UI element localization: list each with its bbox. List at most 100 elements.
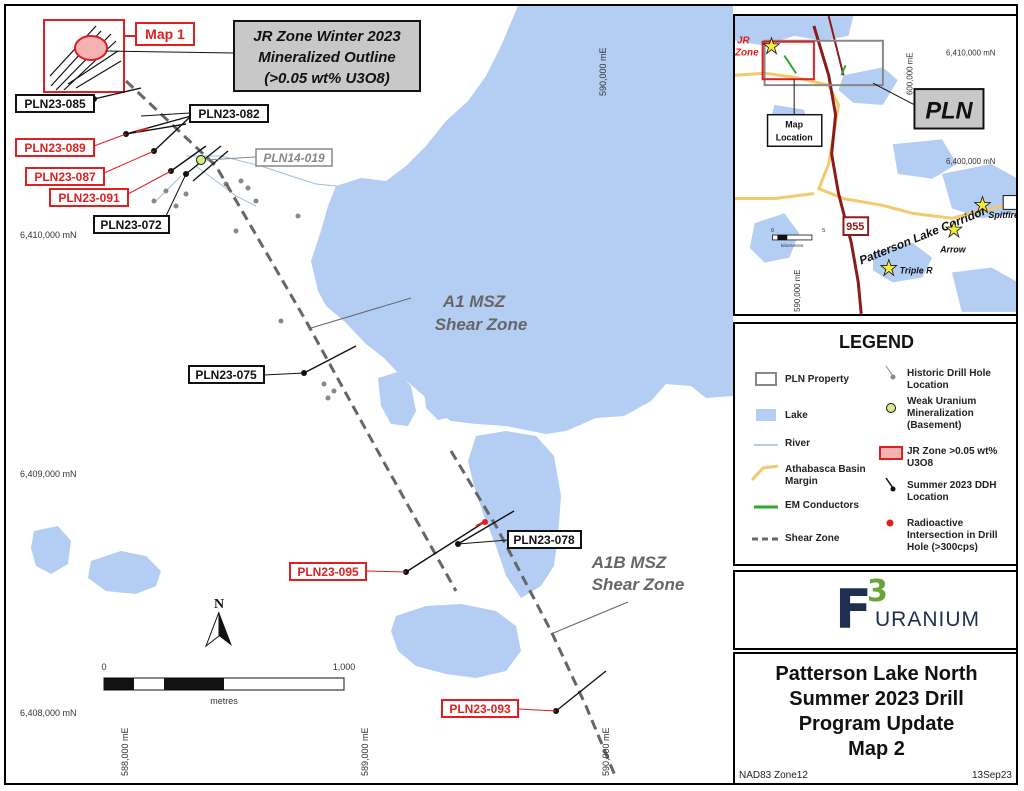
inset-scale-bar: 0 5 kilometres	[771, 228, 826, 249]
label-pln23-082: PLN23-082	[140, 104, 269, 123]
label-pln23-078: PLN23-078	[457, 530, 582, 549]
grid-labels: 6,410,000 mN 6,409,000 mN 6,408,000 mN 5…	[20, 47, 611, 776]
svg-text:PLN23-078: PLN23-078	[513, 533, 575, 547]
label-pln23-095: PLN23-095	[289, 562, 407, 581]
legend-em-conductors: EM Conductors	[785, 500, 859, 511]
legend-river: River	[785, 438, 811, 449]
svg-text:590,000 mE: 590,000 mE	[601, 727, 611, 776]
svg-text:PLN14-019: PLN14-019	[263, 151, 325, 165]
inset-em-conductor	[783, 55, 797, 74]
lake-southwest	[88, 551, 161, 594]
svg-text:590,000 mE: 590,000 mE	[598, 47, 608, 96]
svg-text:955: 955	[846, 221, 864, 233]
svg-text:JR: JR	[737, 36, 750, 47]
shear-label-a1: A1 MSZ Shear Zone	[310, 292, 528, 334]
svg-text:Arrow: Arrow	[939, 245, 967, 255]
svg-text:6,410,000 mN: 6,410,000 mN	[946, 49, 996, 58]
inset-map-location-label: Map Location	[766, 79, 823, 148]
inset-deposits: Spitfire Arrow Triple R	[879, 195, 1016, 277]
legend-jr-zone: JR Zone >0.05 wt% U3O8	[907, 446, 998, 469]
legend-title: LEGEND	[838, 332, 914, 352]
historic-holes	[151, 178, 337, 401]
legend-river-symbol	[754, 444, 778, 446]
north-arrow: N	[204, 597, 232, 648]
svg-text:kilometres: kilometres	[781, 243, 804, 249]
legend-shear-symbol	[752, 537, 780, 541]
legend-summer-ddh: Summer 2023 DDH Location	[907, 480, 997, 503]
svg-text:PLN23-091: PLN23-091	[58, 191, 120, 205]
svg-text:PLN23-095: PLN23-095	[297, 565, 359, 579]
inset-highway-top	[827, 16, 845, 76]
svg-text:6,408,000 mN: 6,408,000 mN	[20, 708, 77, 718]
inset-highway-shield: 955	[842, 216, 870, 236]
title-block: Patterson Lake North Summer 2023 Drill P…	[733, 652, 1016, 783]
inset-grid-labels: 6,410,000 mN 6,400,000 mN 600,000 mE 590…	[793, 49, 996, 312]
legend-pln-property: PLN Property	[785, 374, 849, 385]
legend-radioactive: Radioactive Intersection in Drill Hole (…	[907, 518, 998, 553]
main-lake	[311, 6, 733, 434]
inset-map: JR Zone 6,410,000 mN 6,400,000 mN 600,00…	[733, 14, 1016, 316]
svg-text:PLN23-075: PLN23-075	[195, 368, 257, 382]
legend-lake-symbol	[756, 409, 776, 421]
inset-highway	[812, 25, 863, 314]
svg-text:(>0.05 wt% U3O8): (>0.05 wt% U3O8)	[264, 70, 389, 87]
legend-basin-symbol	[751, 464, 779, 482]
legend-shear-zone: Shear Zone	[785, 533, 840, 544]
svg-text:589,000 mE: 589,000 mE	[360, 727, 370, 776]
svg-text:Zone: Zone	[735, 48, 759, 59]
legend-radioactive-symbol	[886, 519, 894, 527]
logo-f: F	[835, 578, 872, 641]
svg-text:6,409,000 mN: 6,409,000 mN	[20, 469, 77, 479]
svg-text:JR Zone Winter 2023: JR Zone Winter 2023	[253, 28, 401, 45]
svg-text:588,000 mE: 588,000 mE	[120, 727, 130, 776]
lake-south	[391, 604, 521, 678]
main-map: Map 1 JR Zone Winter 2023 Mineralized Ou…	[15, 6, 733, 779]
shear-label-a1b: A1B MSZ Shear Zone	[550, 553, 684, 635]
svg-text:A1 MSZ: A1 MSZ	[442, 292, 506, 311]
inset-jr-zone: JR Zone	[735, 36, 781, 59]
map-title: Patterson Lake North Summer 2023 Drill P…	[735, 662, 1016, 762]
legend-basin-margin: Athabasca Basin Margin	[785, 464, 866, 487]
legend: LEGEND PLN Property Lake River Athabasca…	[733, 322, 1016, 566]
title-line-4: Map 2	[848, 738, 905, 760]
label-pln23-089: PLN23-089	[15, 133, 127, 157]
svg-text:A1B MSZ: A1B MSZ	[591, 553, 667, 572]
lake-west	[31, 526, 71, 574]
logo-three: 3	[867, 574, 888, 609]
svg-text:Location: Location	[776, 132, 813, 142]
label-pln23-091: PLN23-091	[49, 170, 172, 207]
hole-labels: PLN23-085 PLN23-082 PLN23-089 PLN23-087 …	[15, 94, 582, 718]
pln14-019-marker	[196, 155, 206, 165]
map1-label: Map 1	[145, 26, 185, 42]
map-frame: Map 1 JR Zone Winter 2023 Mineralized Ou…	[4, 4, 1018, 785]
svg-text:Shear Zone: Shear Zone	[435, 315, 528, 334]
map1-box[interactable]	[43, 19, 125, 93]
legend-ddh-symbol	[885, 477, 896, 492]
map1-callout: Map 1	[124, 22, 195, 46]
date-label: 13Sep23	[971, 770, 1012, 781]
svg-text:590,000 mE: 590,000 mE	[793, 269, 802, 311]
label-pln23-085: PLN23-085	[15, 94, 95, 113]
svg-text:metres: metres	[210, 696, 238, 706]
legend-historic-symbol	[885, 365, 896, 380]
lake-small-2	[424, 386, 461, 420]
inset-pln-callout: PLN	[872, 82, 985, 130]
legend-historic-hole: Historic Drill Hole Location	[907, 368, 991, 391]
svg-text:PLN23-072: PLN23-072	[100, 218, 162, 232]
legend-lake: Lake	[785, 410, 808, 421]
datum-label: NAD83 Zone12	[739, 770, 808, 781]
inset-em-conductor-2	[840, 65, 847, 76]
inset-map-location	[761, 40, 815, 81]
legend-weak-uranium: Weak Uranium Mineralization (Basement)	[907, 396, 977, 431]
svg-text:5: 5	[822, 228, 826, 234]
title-line-2: Summer 2023 Drill	[789, 688, 964, 710]
svg-text:N: N	[214, 597, 224, 612]
label-pln23-075: PLN23-075	[188, 365, 305, 384]
svg-text:PLN23-093: PLN23-093	[449, 702, 511, 716]
legend-weak-uranium-symbol	[886, 403, 896, 413]
svg-text:6,410,000 mN: 6,410,000 mN	[20, 230, 77, 240]
svg-text:PLN23-082: PLN23-082	[198, 107, 260, 121]
svg-text:Triple R: Triple R	[900, 265, 933, 275]
svg-text:PLN23-085: PLN23-085	[24, 97, 86, 111]
svg-text:Mineralized Outline: Mineralized Outline	[258, 49, 396, 66]
